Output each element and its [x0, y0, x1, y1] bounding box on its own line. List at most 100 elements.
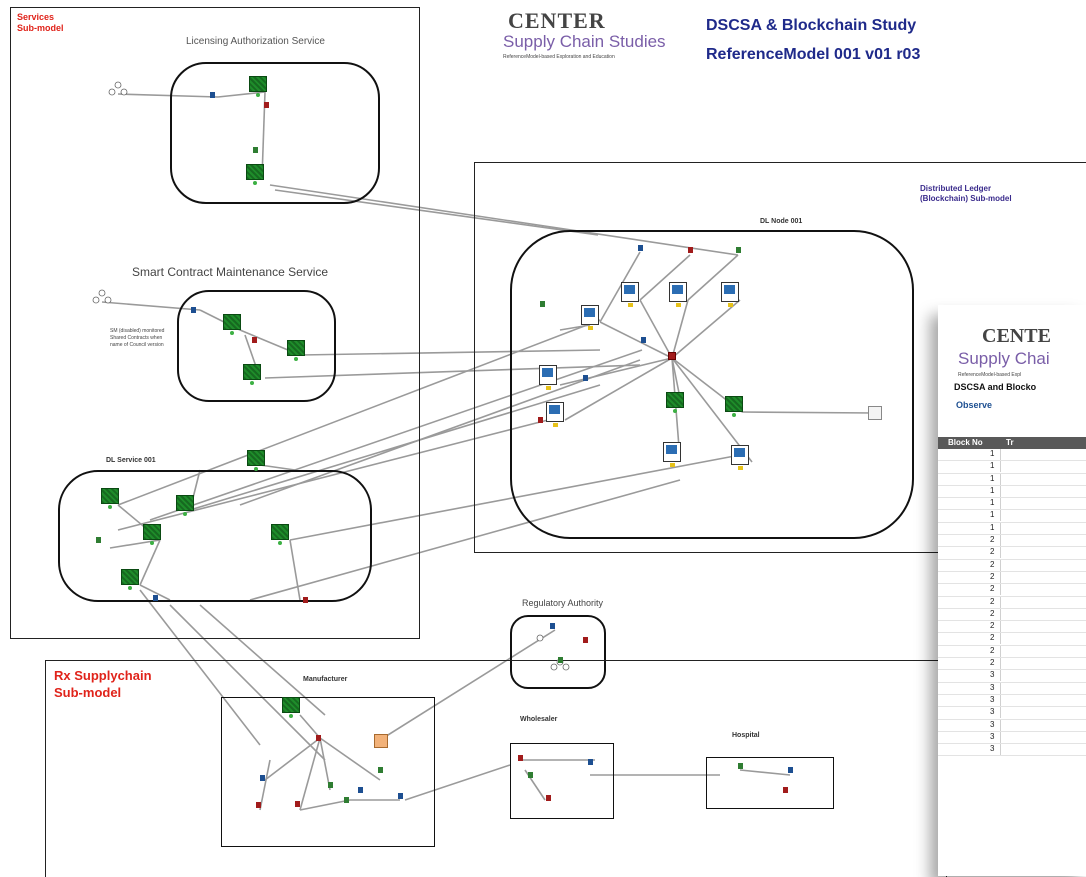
- process-node-icon[interactable]: [223, 314, 241, 335]
- sheet-col-separator: [1000, 621, 1001, 633]
- sheet-col-separator: [1000, 596, 1001, 608]
- port-marker[interactable]: [583, 637, 588, 643]
- port-marker[interactable]: [303, 597, 308, 603]
- port-marker[interactable]: [588, 759, 593, 765]
- port-marker[interactable]: [518, 755, 523, 761]
- ledger-monitor-icon[interactable]: [731, 445, 749, 470]
- process-node-icon[interactable]: [247, 450, 265, 471]
- sheet-col-separator: [1000, 658, 1001, 670]
- services-submodel-frame: [10, 7, 420, 639]
- ledger-monitor-icon[interactable]: [539, 365, 557, 390]
- process-node-icon[interactable]: [143, 524, 161, 545]
- port-marker[interactable]: [783, 787, 788, 793]
- sheet-col-separator: [1000, 559, 1001, 571]
- port-marker[interactable]: [540, 301, 545, 307]
- dl-service-box[interactable]: [58, 470, 372, 602]
- port-marker[interactable]: [528, 772, 533, 778]
- spreadsheet-preview[interactable]: CENTE Supply Chai ReferenceModel-based E…: [938, 305, 1086, 876]
- port-marker[interactable]: [328, 782, 333, 788]
- ledger-monitor-icon[interactable]: [581, 305, 599, 330]
- port-marker[interactable]: [583, 375, 588, 381]
- endpoint-icon[interactable]: [868, 406, 882, 420]
- port-marker[interactable]: [558, 657, 563, 663]
- process-node-icon[interactable]: [282, 697, 300, 718]
- ledger-monitor-icon[interactable]: [721, 282, 739, 307]
- manufacturer-title: Manufacturer: [303, 676, 348, 683]
- port-marker[interactable]: [358, 787, 363, 793]
- process-node-icon[interactable]: [287, 340, 305, 361]
- node-status-dot: [732, 413, 736, 417]
- rx-label-line1: Rx Supplychain: [54, 668, 152, 683]
- wholesaler-box[interactable]: [510, 743, 614, 819]
- sheet-cell-block: 1: [990, 473, 995, 483]
- port-marker[interactable]: [641, 337, 646, 343]
- hospital-box[interactable]: [706, 757, 834, 809]
- monitor-screen: [672, 285, 683, 294]
- manufacturer-box[interactable]: [221, 697, 435, 847]
- ledger-hub-node[interactable]: [668, 352, 676, 360]
- node-status-dot: [546, 386, 551, 390]
- regulatory-authority-box[interactable]: [510, 615, 606, 689]
- sheet-cell-block: 3: [990, 694, 995, 704]
- node-status-dot: [553, 423, 558, 427]
- ledger-monitor-icon[interactable]: [546, 402, 564, 427]
- ledger-monitor-icon[interactable]: [621, 282, 639, 307]
- monitor-screen: [549, 405, 560, 414]
- sheet-row: 1: [938, 449, 1086, 462]
- port-marker[interactable]: [738, 763, 743, 769]
- port-marker[interactable]: [736, 247, 741, 253]
- port-marker[interactable]: [264, 102, 269, 108]
- sheet-row: 2: [938, 547, 1086, 560]
- port-marker[interactable]: [538, 417, 543, 423]
- node-status-dot: [150, 541, 154, 545]
- port-marker[interactable]: [252, 337, 257, 343]
- port-marker[interactable]: [378, 767, 383, 773]
- package-icon[interactable]: [374, 734, 388, 748]
- licensing-title: Licensing Authorization Service: [186, 36, 325, 47]
- port-marker[interactable]: [153, 595, 158, 601]
- port-marker[interactable]: [638, 245, 643, 251]
- port-marker[interactable]: [398, 793, 403, 799]
- licensing-service-box[interactable]: [170, 62, 380, 204]
- port-marker[interactable]: [550, 623, 555, 629]
- port-marker[interactable]: [96, 537, 101, 543]
- dl-service-title: DL Service 001: [106, 457, 156, 464]
- port-marker[interactable]: [295, 801, 300, 807]
- sheet-row: 2: [938, 608, 1086, 622]
- dl-node-box[interactable]: [510, 230, 914, 539]
- sheet-cell-block: 2: [990, 596, 995, 606]
- process-node-icon[interactable]: [271, 524, 289, 545]
- port-marker[interactable]: [191, 307, 196, 313]
- process-node-icon[interactable]: [176, 495, 194, 516]
- ledger-monitor-icon[interactable]: [669, 282, 687, 307]
- monitor-screen: [724, 285, 735, 294]
- port-marker[interactable]: [210, 92, 215, 98]
- process-node-icon[interactable]: [666, 392, 684, 413]
- port-marker[interactable]: [256, 802, 261, 808]
- port-marker[interactable]: [788, 767, 793, 773]
- monitor-screen: [624, 285, 635, 294]
- sheet-row: 1: [938, 461, 1086, 474]
- process-node-icon[interactable]: [246, 164, 264, 185]
- sheet-cell-block: 1: [990, 449, 995, 458]
- port-marker[interactable]: [260, 775, 265, 781]
- port-marker[interactable]: [316, 735, 321, 741]
- process-node-icon[interactable]: [101, 488, 119, 509]
- process-node-icon[interactable]: [243, 364, 261, 385]
- sheet-row: 2: [938, 596, 1086, 609]
- ledger-monitor-icon[interactable]: [663, 442, 681, 467]
- port-marker[interactable]: [688, 247, 693, 253]
- sheet-cell-block: 1: [990, 461, 995, 471]
- smart-contract-service-box[interactable]: [177, 290, 336, 402]
- rx-label: Rx Supplychain Sub-model: [54, 667, 152, 701]
- sheet-row: 1: [938, 473, 1086, 486]
- process-node-icon[interactable]: [725, 396, 743, 417]
- process-node-icon[interactable]: [121, 569, 139, 590]
- port-marker[interactable]: [344, 797, 349, 803]
- process-node-icon[interactable]: [249, 76, 267, 97]
- ledger-label-line1: Distributed Ledger: [920, 184, 992, 193]
- port-marker[interactable]: [253, 147, 258, 153]
- port-marker[interactable]: [546, 795, 551, 801]
- node-status-dot: [254, 467, 258, 471]
